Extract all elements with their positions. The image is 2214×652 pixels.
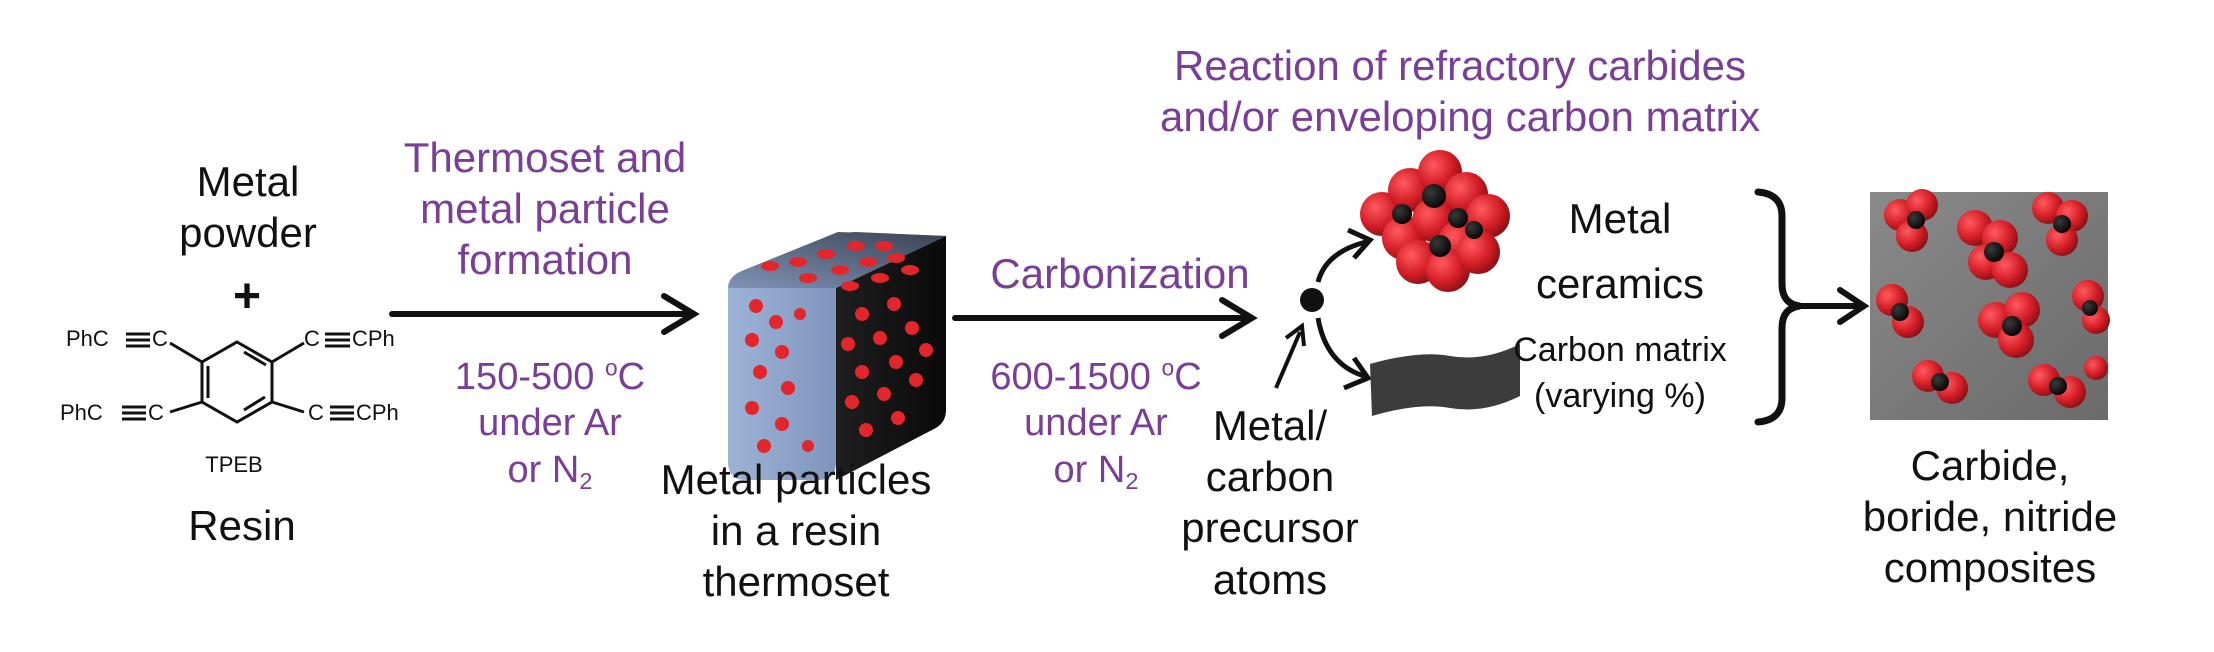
thermoset-label: Metal particles in a resin thermoset (646, 454, 946, 608)
step1-title-line3: formation (457, 236, 633, 284)
step2-or: or N2 (1053, 448, 1139, 494)
tpeb-phc-tl: PhC (66, 326, 109, 351)
carbon-matrix-line1: Carbon matrix (1513, 331, 1727, 369)
arrow-step1 (389, 293, 700, 335)
tpeb-c-bl: C (148, 400, 164, 425)
thermoset-line3: thermoset (702, 558, 890, 606)
precursor-node (1274, 227, 1375, 391)
precursor-line3: precursor (1181, 504, 1359, 552)
precursor-label: Metal/ carbon precursor atoms (1150, 400, 1390, 605)
step1-title-line2: metal particle (420, 185, 670, 233)
tpeb-c-tl: C (152, 326, 168, 351)
metal-ceramics-label: Metal ceramics (1500, 186, 1740, 316)
composites-line3: composites (1883, 544, 2097, 592)
precursor-line4: atoms (1212, 555, 1328, 603)
tpeb-c-tr: C (304, 326, 320, 351)
step1-or: or N2 (507, 448, 593, 494)
composites-line1: Carbide, (1910, 442, 2070, 489)
step1-title-line1: Thermoset and (403, 134, 687, 181)
metal-label-line1: Metal (196, 158, 300, 205)
arrow-result (1797, 287, 1870, 325)
tpeb-phc-bl: PhC (60, 400, 103, 425)
step2-under: under Ar (1024, 402, 1168, 445)
carbon-matrix-line2: (varying %) (1534, 376, 1706, 415)
composites-label: Carbide, boride, nitride composites (1830, 440, 2150, 594)
plus-sign: + (232, 270, 262, 323)
metal-label-line2: powder (179, 209, 317, 257)
tpeb-molecule (122, 332, 354, 424)
tpeb-cph-br: CPh (356, 400, 399, 425)
thermoset-line2: in a resin (710, 507, 882, 555)
step2-temp: 600-1500 oC (990, 354, 1202, 398)
step1-under: under Ar (478, 402, 622, 445)
metal-ceramics-line2: ceramics (1535, 260, 1705, 308)
carbon-matrix-sheet (1370, 344, 1520, 416)
step1-temp: 150-500 oC (454, 354, 646, 398)
reaction-line2: and/or enveloping carbon matrix (1159, 93, 1761, 141)
step2-conditions: 600-1500 oC under Ar or N2 (956, 354, 1236, 496)
resin-label: Resin (188, 502, 296, 549)
precursor-line2: carbon (1205, 453, 1335, 501)
step1-title: Thermoset and metal particle formation (380, 132, 710, 286)
tpeb-cph-tr: CPh (352, 326, 395, 351)
metal-powder-label: Metal powder (168, 156, 328, 258)
tpeb-c-br: C (308, 400, 324, 425)
composites-line2: boride, nitride (1862, 493, 2118, 541)
arrow-step2 (952, 297, 1258, 339)
metal-ceramics-line1: Metal (1568, 195, 1672, 242)
carbide-cluster (1360, 150, 1510, 292)
thermoset-line1: Metal particles (660, 456, 932, 503)
step1-conditions: 150-500 oC under Ar or N2 (420, 354, 680, 496)
reaction-title: Reaction of refractory carbides and/or e… (1120, 40, 1800, 142)
reaction-line1: Reaction of refractory carbides (1174, 42, 1746, 89)
cube-particles (745, 241, 933, 453)
tpeb-label: TPEB (205, 452, 263, 477)
step2-title: Carbonization (990, 250, 1250, 297)
precursor-line1: Metal/ (1212, 402, 1328, 449)
carbon-matrix-label: Carbon matrix (varying %) (1470, 328, 1770, 420)
composite-image (1870, 189, 2110, 420)
